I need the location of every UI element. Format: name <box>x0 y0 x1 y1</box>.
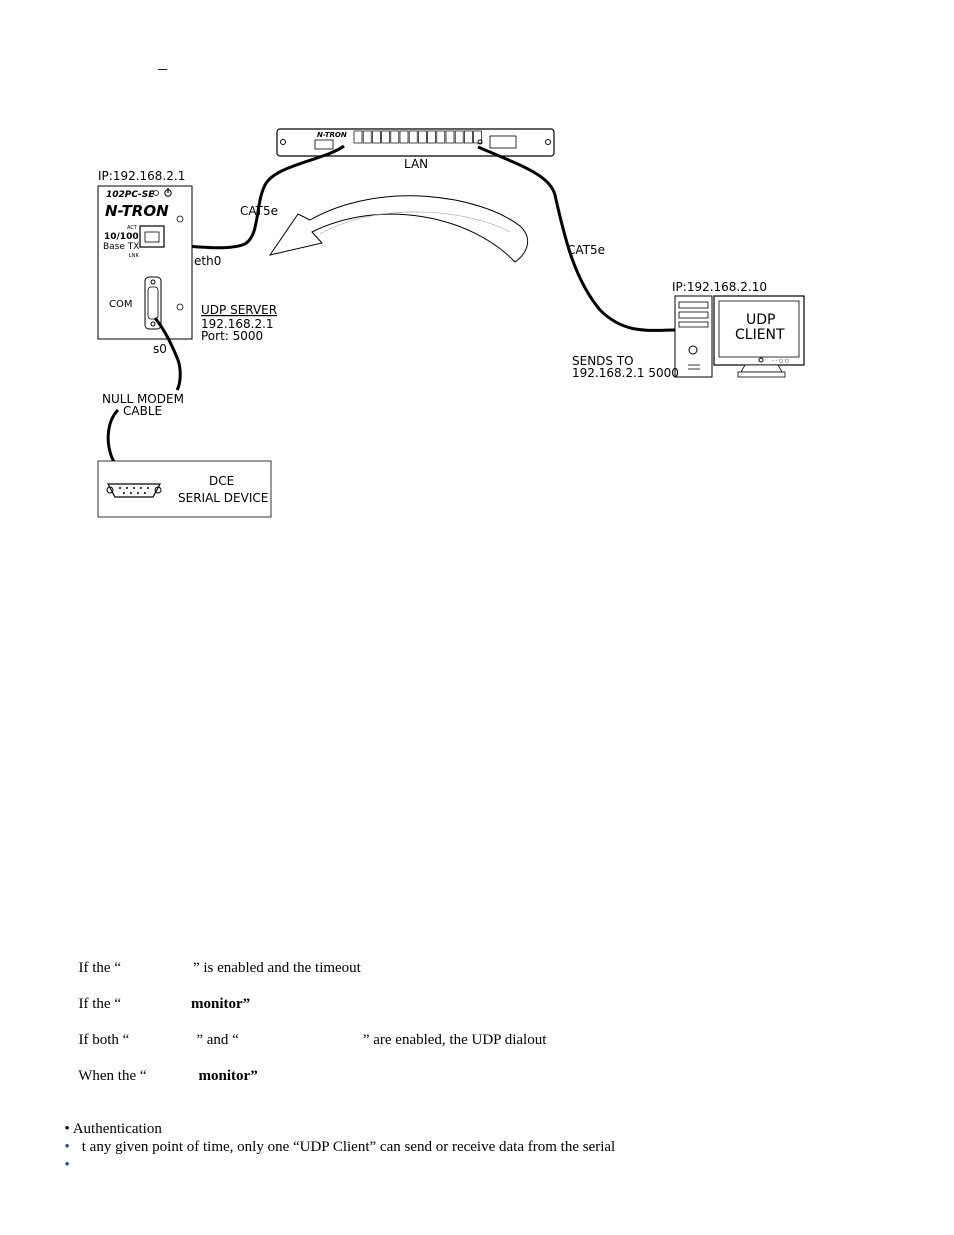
data-flow-arrow <box>268 195 529 263</box>
switch-port <box>464 130 473 144</box>
switch-port <box>445 130 455 144</box>
server-title: UDP SERVER <box>201 303 277 317</box>
null-modem-label: NULL MODEM <box>102 392 184 406</box>
switch-logo: N-TRON <box>317 131 347 139</box>
switch-port <box>381 130 390 144</box>
client-screen-label-2: CLIENT <box>735 327 785 343</box>
server-port: Port: 5000 <box>201 329 263 343</box>
server-ip: 192.168.2.1 <box>201 317 274 331</box>
cable-right-label: CAT5e <box>567 243 605 257</box>
device-speed: 10/100 <box>104 232 139 242</box>
dce-serial-device: DCE SERIAL DEVICE <box>97 460 272 518</box>
eth-port-label: eth0 <box>194 254 221 268</box>
header-mark: – <box>158 58 167 78</box>
svg-text:- - ○ ○: - - ○ ○ <box>772 358 789 364</box>
ethernet-port <box>139 225 165 248</box>
switch-port <box>427 130 436 144</box>
device-act: ACT <box>127 225 138 231</box>
device-model: 102PC-SE <box>106 190 155 200</box>
null-modem-label-2: CABLE <box>123 404 162 418</box>
dce-label: DCE <box>209 474 234 488</box>
device-base: Base TX <box>103 242 139 252</box>
bullet-empty: • <box>64 1157 70 1173</box>
switch-port <box>454 130 464 144</box>
db9-pin <box>137 492 139 494</box>
device-com: COM <box>109 299 132 310</box>
db9-pin <box>130 492 132 494</box>
cable-left-label: CAT5e <box>240 204 278 218</box>
serial-port <box>144 276 162 330</box>
switch-port <box>390 130 400 144</box>
power-icon <box>164 188 172 197</box>
switch-port <box>399 130 409 144</box>
switch-port <box>473 130 482 144</box>
note-line-3: If both “” and “” are enabled, the UDP d… <box>78 1032 547 1048</box>
switch-port <box>418 130 427 144</box>
network-diagram: N-TRON LAN CAT5e CAT5e IP:192.168.2.1 10… <box>97 128 805 518</box>
switch-port <box>353 130 363 144</box>
lan-switch: N-TRON <box>276 128 555 157</box>
client-sends-label-2: 192.168.2.1 5000 <box>572 366 679 380</box>
lan-label: LAN <box>404 157 428 171</box>
switch-port <box>436 130 446 144</box>
db9-pin <box>133 487 135 489</box>
db9-pin <box>126 487 128 489</box>
switch-ports <box>353 130 482 144</box>
db9-connector-icon <box>106 483 162 498</box>
dce-label-2: SERIAL DEVICE <box>178 491 268 505</box>
ground-icon <box>176 303 184 311</box>
client-monitor: - - ○ ○ <box>713 295 805 378</box>
db9-pin <box>123 492 125 494</box>
status-led <box>153 190 159 196</box>
client-ip-label: IP:192.168.2.10 <box>672 280 767 294</box>
switch-port <box>408 130 418 144</box>
switch-port <box>372 130 381 144</box>
db9-pin <box>144 492 146 494</box>
device-lnk: LNK <box>129 253 140 259</box>
db9-pin <box>147 487 149 489</box>
client-screen-label: UDP <box>746 312 775 328</box>
cable-switch-to-client <box>477 145 676 332</box>
null-modem-cable <box>153 317 182 391</box>
note-line-4: When the “monitor” <box>78 1068 258 1084</box>
switch-port <box>362 130 372 144</box>
ground-icon <box>176 215 184 223</box>
bullet-udp-client: •t any given point of time, only one “UD… <box>64 1139 616 1155</box>
db9-pin <box>119 487 121 489</box>
serial-port-label: s0 <box>153 342 167 356</box>
client-tower <box>674 295 713 378</box>
device-brand: N-TRON <box>105 202 169 220</box>
cable-switch-to-device <box>159 144 345 250</box>
device-102pc-se: 102PC-SE N-TRON ACT 10/100 Base TX LNK C… <box>97 185 193 340</box>
note-line-1: If the “” is enabled and the timeout <box>78 960 361 976</box>
db9-pin <box>140 487 142 489</box>
bullet-authentication: • Authentication <box>64 1121 162 1137</box>
note-line-2: If the “monitor” <box>78 996 251 1012</box>
client-sends-label: SENDS TO <box>572 354 634 368</box>
device-ip-label: IP:192.168.2.1 <box>98 169 185 183</box>
